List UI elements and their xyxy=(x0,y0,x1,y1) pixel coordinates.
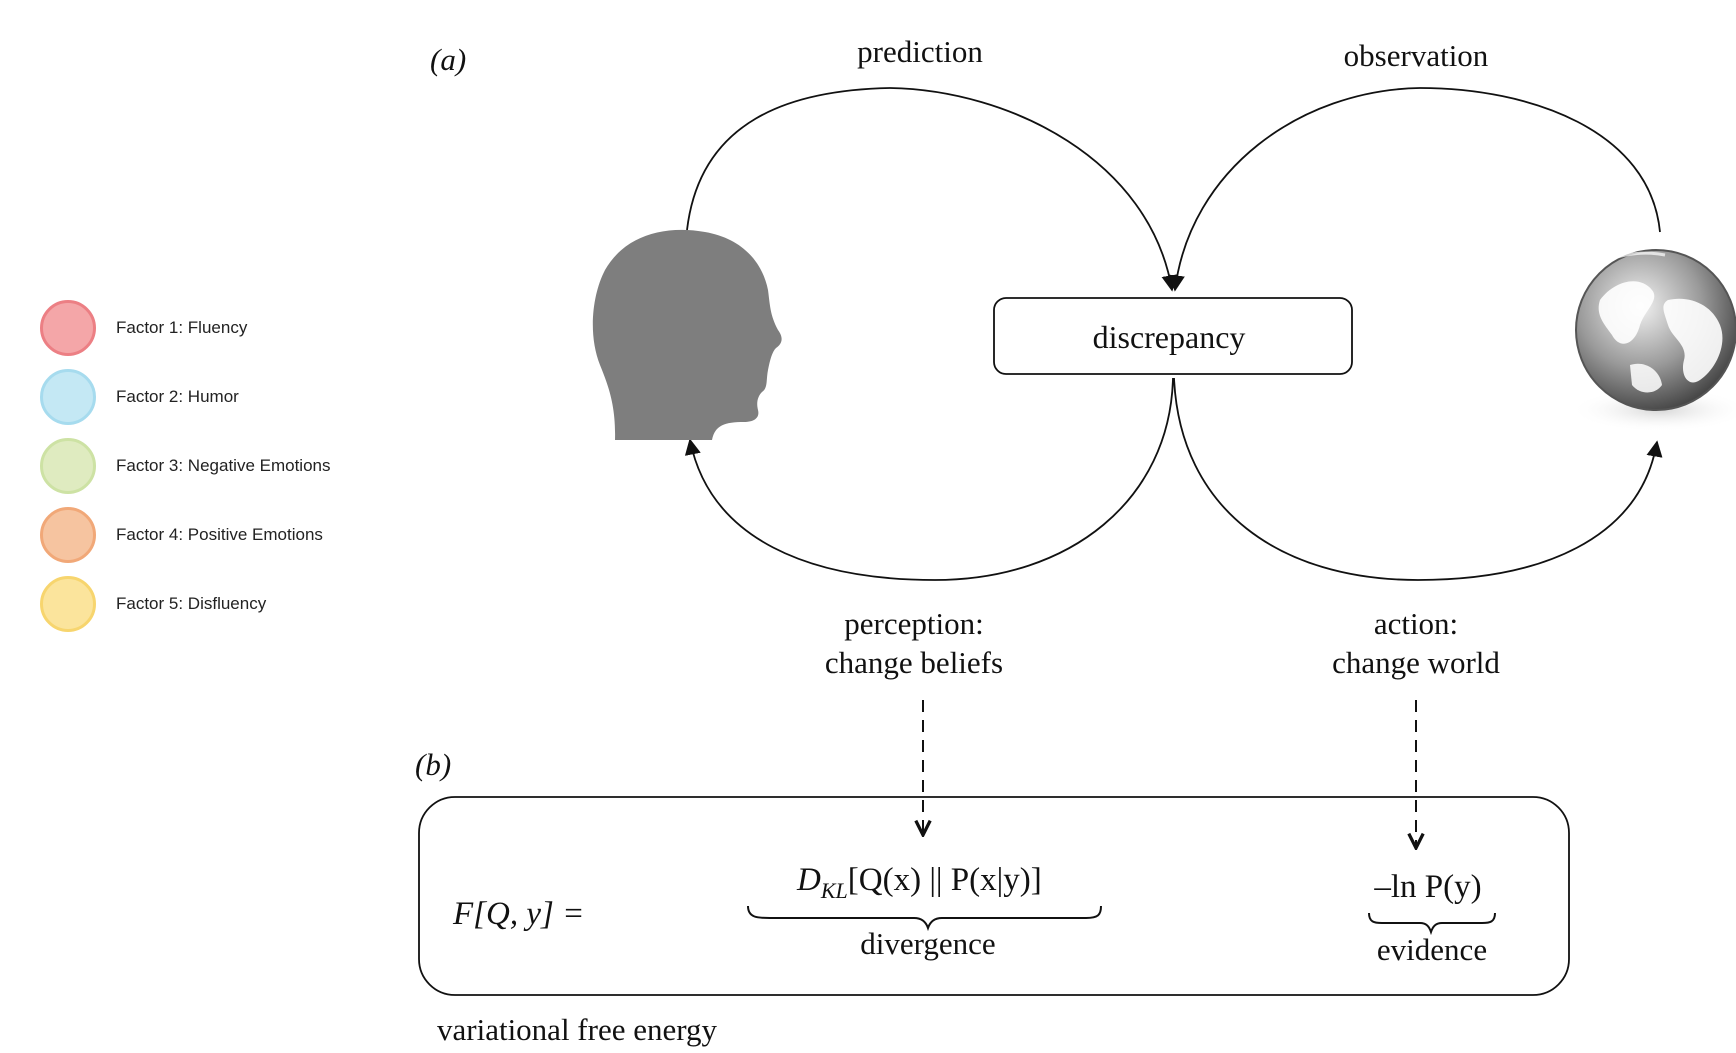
panel-a-label: (a) xyxy=(430,42,466,77)
action-arrow xyxy=(1173,377,1663,581)
legend-item-factor-5: Factor 5: Disfluency xyxy=(40,576,400,636)
legend-label-factor-1: Factor 1: Fluency xyxy=(116,318,248,337)
legend-item-factor-2: Factor 2: Humor xyxy=(40,369,400,429)
legend-dot-factor-2 xyxy=(40,369,96,425)
perception-arrow xyxy=(684,377,1174,581)
legend-label-factor-2: Factor 2: Humor xyxy=(116,387,239,406)
legend-dot-factor-5 xyxy=(40,576,96,632)
legend-item-factor-3: Factor 3: Negative Emotions xyxy=(40,438,400,498)
equation-lhs: F[Q, y] = xyxy=(452,896,584,932)
head-silhouette-icon xyxy=(592,229,782,440)
caption: variational free energy xyxy=(437,1012,717,1047)
observation-arrow xyxy=(1168,87,1661,292)
prediction-arrow xyxy=(686,87,1178,292)
action-label: action: xyxy=(1374,606,1458,641)
discrepancy-label: discrepancy xyxy=(1093,319,1246,355)
legend-label-factor-3: Factor 3: Negative Emotions xyxy=(116,456,331,475)
kl-divergence-term: DKL[Q(x) || P(x|y)] xyxy=(796,862,1042,903)
legend-dot-factor-3 xyxy=(40,438,96,494)
perception-sublabel: change beliefs xyxy=(825,645,1003,680)
evidence-label: evidence xyxy=(1377,932,1487,967)
discrepancy-box xyxy=(993,297,1353,375)
evidence-term: –ln P(y) xyxy=(1373,869,1481,905)
observation-label: observation xyxy=(1344,38,1489,73)
legend-dot-factor-4 xyxy=(40,507,96,563)
legend-dot-factor-1 xyxy=(40,300,96,356)
perception-label: perception: xyxy=(844,606,983,641)
divergence-label: divergence xyxy=(860,926,995,961)
evidence-brace xyxy=(1368,912,1496,936)
free-energy-equation-box xyxy=(418,796,1570,996)
legend-label-factor-5: Factor 5: Disfluency xyxy=(116,594,267,613)
legend-item-factor-1: Factor 1: Fluency xyxy=(40,300,400,360)
action-sublabel: change world xyxy=(1332,645,1500,680)
divergence-brace xyxy=(747,905,1102,932)
prediction-label: prediction xyxy=(857,34,983,69)
legend-label-factor-4: Factor 4: Positive Emotions xyxy=(116,525,323,544)
globe-icon xyxy=(1570,249,1736,432)
panel-b-label: (b) xyxy=(415,747,451,782)
legend-item-factor-4: Factor 4: Positive Emotions xyxy=(40,507,400,567)
